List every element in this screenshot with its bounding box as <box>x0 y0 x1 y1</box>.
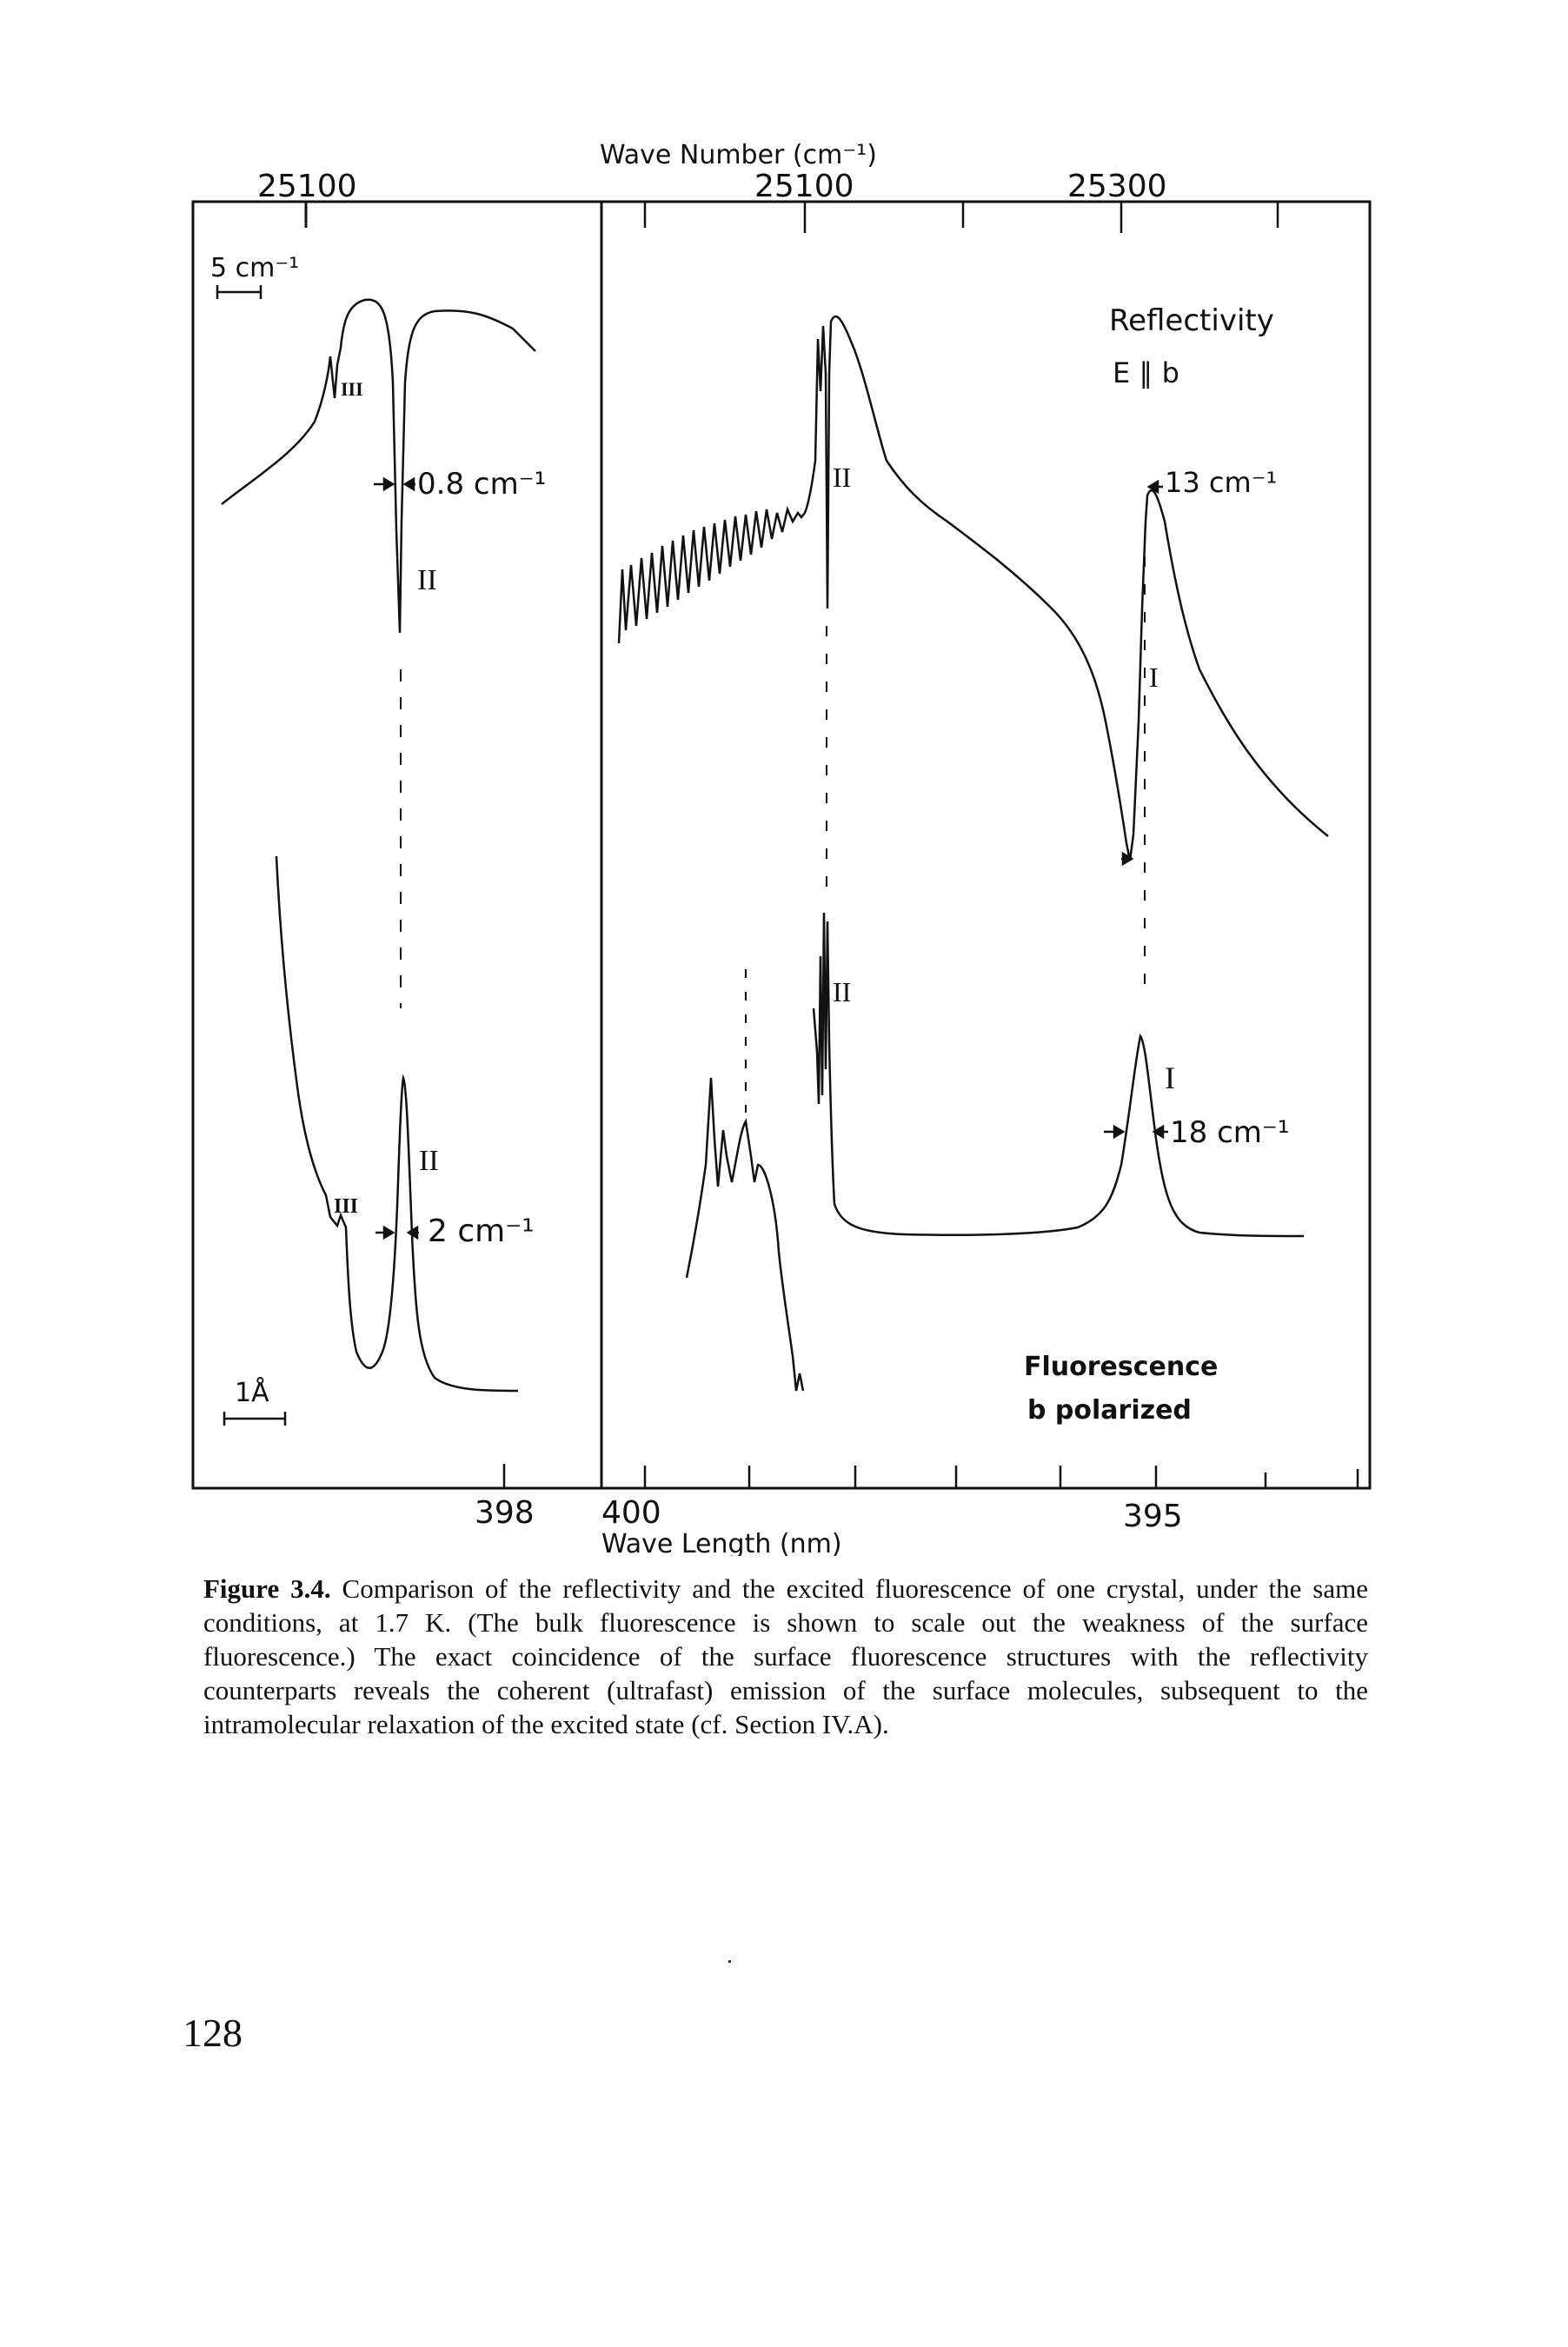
right-fluo-width-label: 18 cm⁻¹ <box>1170 1115 1289 1150</box>
left-fluo-width-label: 2 cm⁻¹ <box>428 1213 535 1249</box>
left-fluo-width-arrows <box>375 1225 419 1240</box>
left-fluo-label-II: II <box>419 1145 439 1177</box>
left-refl-label-II: II <box>417 564 437 596</box>
page-number: 128 <box>183 2011 243 2055</box>
right-fluo-width-arrows <box>1104 1124 1168 1140</box>
top-axis-title: Wave Number (cm⁻¹) <box>600 140 877 170</box>
left-scale-bottom-label: 1Å <box>235 1377 269 1408</box>
left-bottom-tick-label: 398 <box>475 1495 535 1531</box>
left-scale-top-bar <box>216 285 262 299</box>
right-top-ticks <box>643 202 1279 233</box>
right-refl-polarization: E ∥ b <box>1113 356 1179 389</box>
right-fluo-polarization: b polarized <box>1027 1395 1192 1426</box>
left-refl-label-III: III <box>341 378 363 400</box>
left-reflectivity-curve <box>221 298 536 634</box>
right-fluo-title: Fluorescence <box>1024 1352 1218 1382</box>
bottom-axis-title: Wave Length (nm) <box>601 1529 842 1556</box>
right-bottom-tick-label-1: 400 <box>601 1495 661 1531</box>
right-fluo-label-II: II <box>833 976 851 1007</box>
right-top-tick-label-2: 25300 <box>1067 169 1167 204</box>
right-top-tick-label-1: 25100 <box>754 169 854 204</box>
left-top-tick-label: 25100 <box>257 169 357 204</box>
left-refl-width-label: 0.8 cm⁻¹ <box>417 467 546 502</box>
left-fluorescence-curve <box>275 855 519 1393</box>
figure-caption-label: Figure 3.4. <box>203 1573 331 1604</box>
bottom-ticks <box>502 1464 1359 1488</box>
right-reflectivity-curve <box>617 315 1329 861</box>
right-bottom-tick-label-2: 395 <box>1123 1499 1183 1534</box>
right-fluorescence-curve <box>685 912 1305 1392</box>
left-scale-bottom-bar <box>223 1412 287 1426</box>
right-fluo-label-I: I <box>1165 1060 1175 1095</box>
figure-caption: Figure 3.4. Comparison of the reflectivi… <box>203 1572 1368 1741</box>
right-refl-title: Reflectivity <box>1109 303 1274 338</box>
right-refl-width-label: 13 cm⁻¹ <box>1165 466 1277 499</box>
left-fluo-label-III: III <box>334 1195 358 1218</box>
right-refl-label-I: I <box>1149 662 1159 693</box>
right-refl-width-arrows <box>1121 479 1163 867</box>
left-refl-width-arrows <box>374 476 415 492</box>
left-scale-top-label: 5 cm⁻¹ <box>210 253 299 283</box>
print-speck <box>728 1960 731 1963</box>
left-panel-frame <box>191 200 603 1490</box>
right-refl-label-II: II <box>833 462 851 493</box>
right-panel-frame <box>600 200 1372 1490</box>
figure-3-4: Wave Number (cm⁻¹) 25100 25100 25300 398… <box>191 140 1372 1556</box>
figure-caption-text: Comparison of the reflectivity and the e… <box>203 1573 1369 1739</box>
